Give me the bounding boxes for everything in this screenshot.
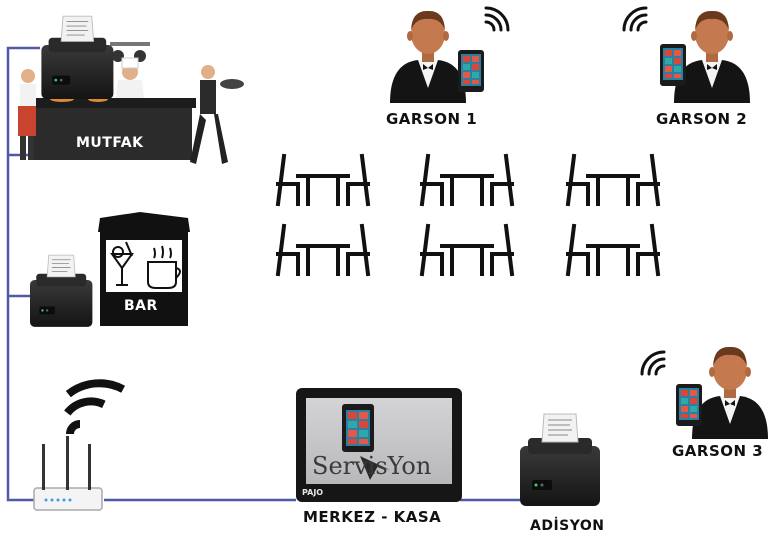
receipt-label: ADİSYON bbox=[530, 518, 605, 534]
center-cashier-label: MERKEZ - KASA bbox=[303, 508, 442, 526]
network-cabling bbox=[6, 46, 520, 502]
screen-app-name: ServisYon bbox=[312, 452, 432, 480]
waiter-with-tablet-icon bbox=[622, 6, 750, 104]
wifi-router-icon bbox=[33, 379, 126, 511]
bar-label: BAR bbox=[124, 298, 158, 314]
waiter-3-label: GARSON 3 bbox=[672, 442, 764, 460]
table-with-chairs-icon bbox=[566, 224, 660, 276]
waiter-with-tablet-icon bbox=[390, 6, 510, 104]
table-with-chairs-icon bbox=[420, 224, 514, 276]
table-with-chairs-icon bbox=[420, 154, 514, 206]
wifi-signal-icon bbox=[484, 6, 510, 32]
kitchen-label: MUTFAK bbox=[76, 135, 144, 151]
table-with-chairs-icon bbox=[566, 154, 660, 206]
waiter-2-label: GARSON 2 bbox=[656, 110, 748, 128]
pos-terminal-icon bbox=[296, 388, 462, 502]
receipt-printer-icon bbox=[519, 413, 601, 507]
waiter-1-label: GARSON 1 bbox=[386, 110, 478, 128]
terminal-tablet-icon bbox=[342, 404, 374, 452]
waiter-with-tablet-icon bbox=[640, 346, 768, 439]
cursor-arrow-icon bbox=[360, 456, 390, 480]
bar-kiosk-icon bbox=[98, 212, 190, 326]
terminal-brand: PAJO bbox=[302, 488, 324, 497]
wifi-signal-icon bbox=[622, 6, 648, 32]
table-with-chairs-icon bbox=[276, 224, 370, 276]
table-with-chairs-icon bbox=[276, 154, 370, 206]
wifi-signal-icon bbox=[640, 350, 666, 376]
terminal-screen bbox=[306, 398, 452, 484]
dining-tables bbox=[276, 154, 660, 276]
bar-printer-icon bbox=[29, 254, 93, 328]
kitchen-printer-icon bbox=[40, 15, 114, 100]
